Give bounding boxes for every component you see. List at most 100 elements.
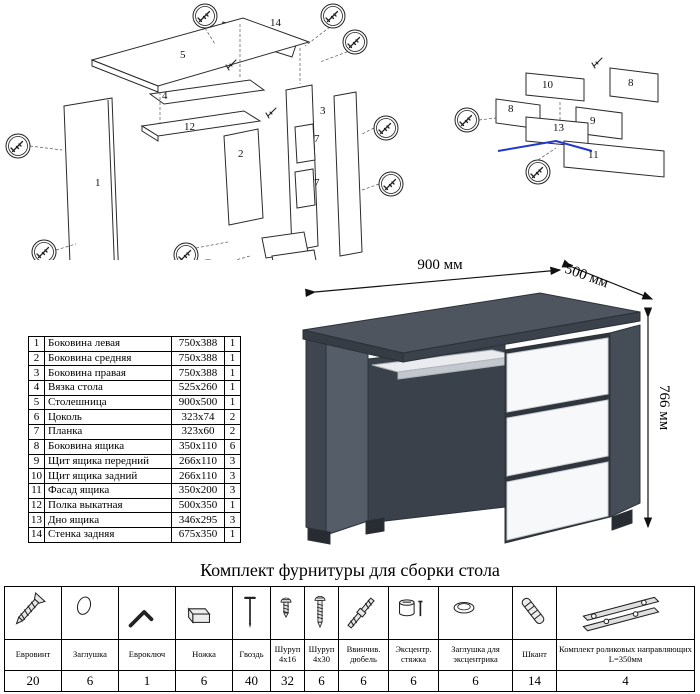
drawer-front [506,337,609,413]
hex-key-icon [128,610,154,628]
part-label: 7 [314,133,320,145]
hardware-name: Эксцентр. стяжка [388,639,439,671]
part-name: Стенка задняя [44,526,172,543]
screw-callout-icon [173,242,199,260]
hardware-icon-cell [118,586,176,640]
hardware-name: Евровинт [4,639,62,671]
part-num: 11 [28,482,45,499]
part-qty: 3 [224,512,241,528]
hardware-icon-cell [61,586,119,640]
screw-callout-icon [31,239,57,260]
hardware-qty: 6 [438,670,513,692]
hardware-section-title: Комплект фурнитуры для сборки стола [200,560,500,580]
hardware-qty: 6 [61,670,119,692]
part-qty: 1 [224,394,241,411]
part-size: 266x110 [171,468,225,484]
part-name: Щит ящика передний [44,453,172,470]
part-label: 9 [590,115,596,127]
part-qty: 3 [224,468,241,484]
hardware-table: Евровинт Заглушка Евроключ Ножка Гвоздь … [4,586,695,692]
desk-left-panel-edge [305,338,327,536]
part-label: 1 [95,177,101,189]
part-qty: 1 [224,365,241,382]
part-label: 8 [628,77,634,89]
part-size: 266x110 [171,453,225,470]
part-qty: 3 [224,453,241,470]
part-size: 350x110 [171,438,225,455]
part-name: Полка выкатная [44,497,172,514]
hardware-icon-cell [556,586,695,640]
hardware-name: Шкант [512,639,557,671]
hardware-name: Ножка [175,639,233,671]
part-num: 6 [28,409,45,426]
part-size: 500x350 [171,497,225,514]
part-size: 346x295 [171,512,225,528]
part-size: 323x60 [171,424,225,440]
part-size: 900x500 [171,394,225,411]
part-label: 2 [238,148,244,160]
part-name: Боковина средняя [44,350,172,367]
part-size: 323x74 [171,409,225,426]
part-qty: 2 [224,409,241,426]
part-num: 9 [28,453,45,470]
part-qty: 1 [224,526,241,543]
desk-right-panel [609,324,641,518]
part-num: 10 [28,468,45,484]
part-label: 5 [180,49,186,61]
part-size: 525x260 [171,380,225,396]
screw-icon [591,57,603,69]
hardware-qty: 32 [270,670,305,692]
part-left-side [63,97,119,260]
part-label: 3 [320,105,326,117]
desk-render [302,259,654,545]
part-name: Планка [44,424,172,440]
part-num: 4 [28,380,45,396]
part-name: Фасад ящика [44,482,172,499]
part-label: 11 [588,149,599,161]
desk-top-left-edge [302,329,404,363]
part-size: 750x388 [171,350,225,367]
part-qty: 1 [224,350,241,367]
hardware-icon-cell [232,586,271,640]
exploded-diagrams [5,3,665,260]
hardware-name: Заглушка [61,639,119,671]
hardware-qty: 14 [512,670,557,692]
hardware-qty: 40 [232,670,271,692]
foot-icon [187,607,211,624]
hardware-names-row: Евровинт Заглушка Евроключ Ножка Гвоздь … [4,639,695,671]
height-dimension-label: 766 мм [656,385,672,431]
part-name: Боковина левая [44,336,172,352]
screw-icon [265,107,277,119]
part-num: 2 [28,350,45,367]
hardware-icon-cell [388,586,439,640]
screw-callout-icon [454,107,480,133]
screw-callout-icon [320,3,346,29]
part-drawer-side [609,67,659,103]
part-name: Вязка стола [44,380,172,396]
drawer-front [506,399,609,477]
hardware-qty: 6 [175,670,233,692]
screw-callout-icon [378,171,404,197]
hardware-qty: 20 [4,670,62,692]
desk-exploded-diagram [5,3,404,260]
screw-callout-icon [525,159,551,185]
part-label: 10 [542,79,553,91]
hardware-name: Евроключ [118,639,176,671]
part-size: 675x350 [171,526,225,543]
wood-dowel-icon [521,597,545,625]
part-strips [294,123,316,209]
hardware-icons-row [4,586,695,640]
desk-left-panel [325,338,369,536]
hardware-name: Шуруп 4x30 [304,639,339,671]
part-label: 7 [314,177,320,189]
